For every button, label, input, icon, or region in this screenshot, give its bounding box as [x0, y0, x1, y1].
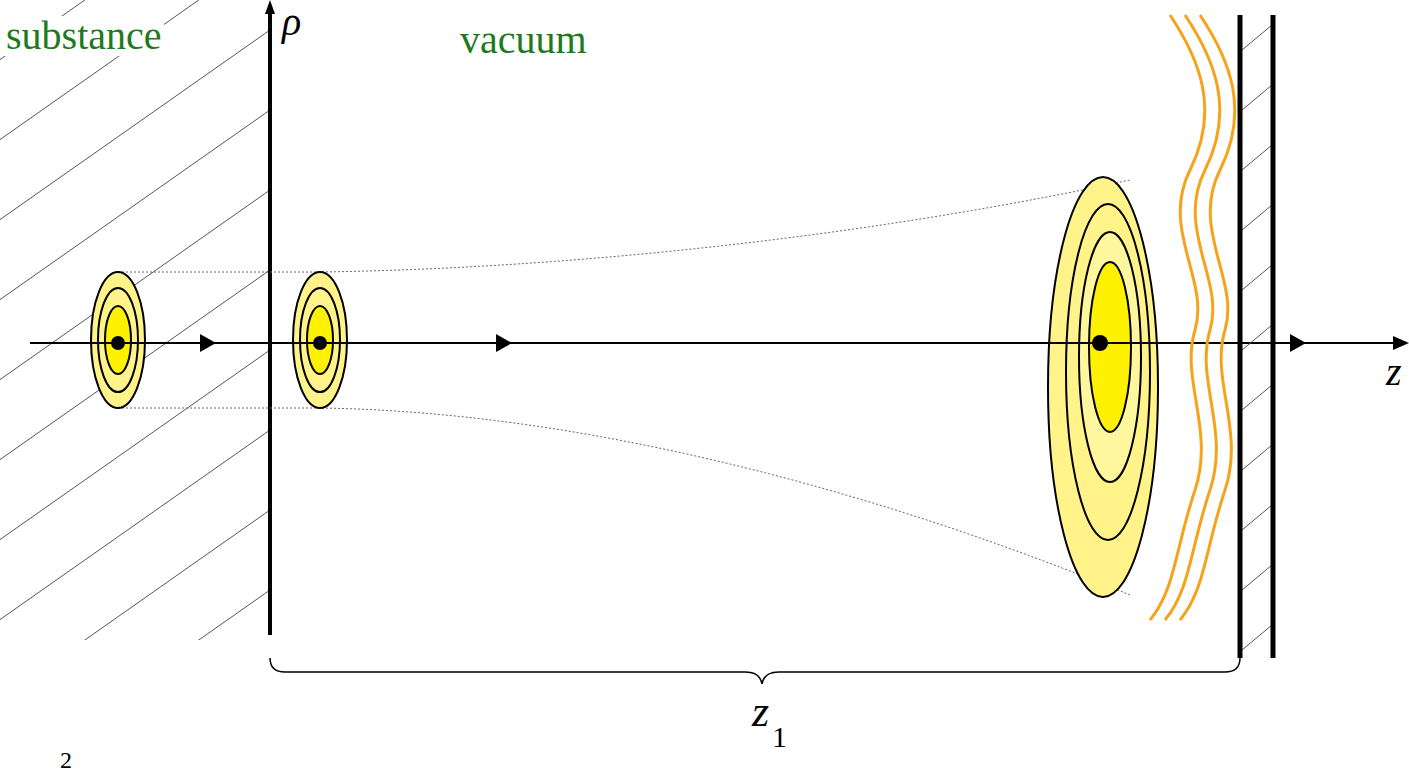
superscript: 2: [60, 748, 72, 772]
direction-arrow: [1290, 334, 1306, 352]
z-axis: [30, 342, 1395, 344]
direction-arrow: [496, 334, 512, 352]
plate-hatching: [1240, 15, 1275, 660]
distance-brace: [270, 658, 1240, 684]
axis-label: ρ: [282, 2, 301, 42]
plate-edge: [1271, 15, 1276, 658]
axis-arrowhead: [265, 0, 275, 14]
envelope-line: [118, 408, 1130, 595]
bunch-small: [91, 272, 145, 408]
distance-label: z: [752, 690, 769, 734]
envelope-line: [118, 180, 1130, 272]
interface-line: [268, 8, 272, 635]
direction-arrow: [200, 334, 216, 352]
particle: [111, 336, 125, 350]
radiation-waves: [1150, 15, 1235, 620]
bunch-large: [1048, 177, 1158, 597]
plate-edge: [1238, 15, 1243, 658]
region-label: substance: [4, 16, 164, 56]
particle: [1092, 335, 1108, 351]
bunch-small: [293, 272, 347, 408]
region-label: vacuum: [460, 20, 587, 60]
substance-hatching: [0, 0, 270, 640]
axis-arrowhead: [1393, 336, 1409, 350]
particle: [313, 336, 327, 350]
axis-label: z: [1386, 352, 1402, 392]
subscript: 1: [772, 722, 787, 752]
